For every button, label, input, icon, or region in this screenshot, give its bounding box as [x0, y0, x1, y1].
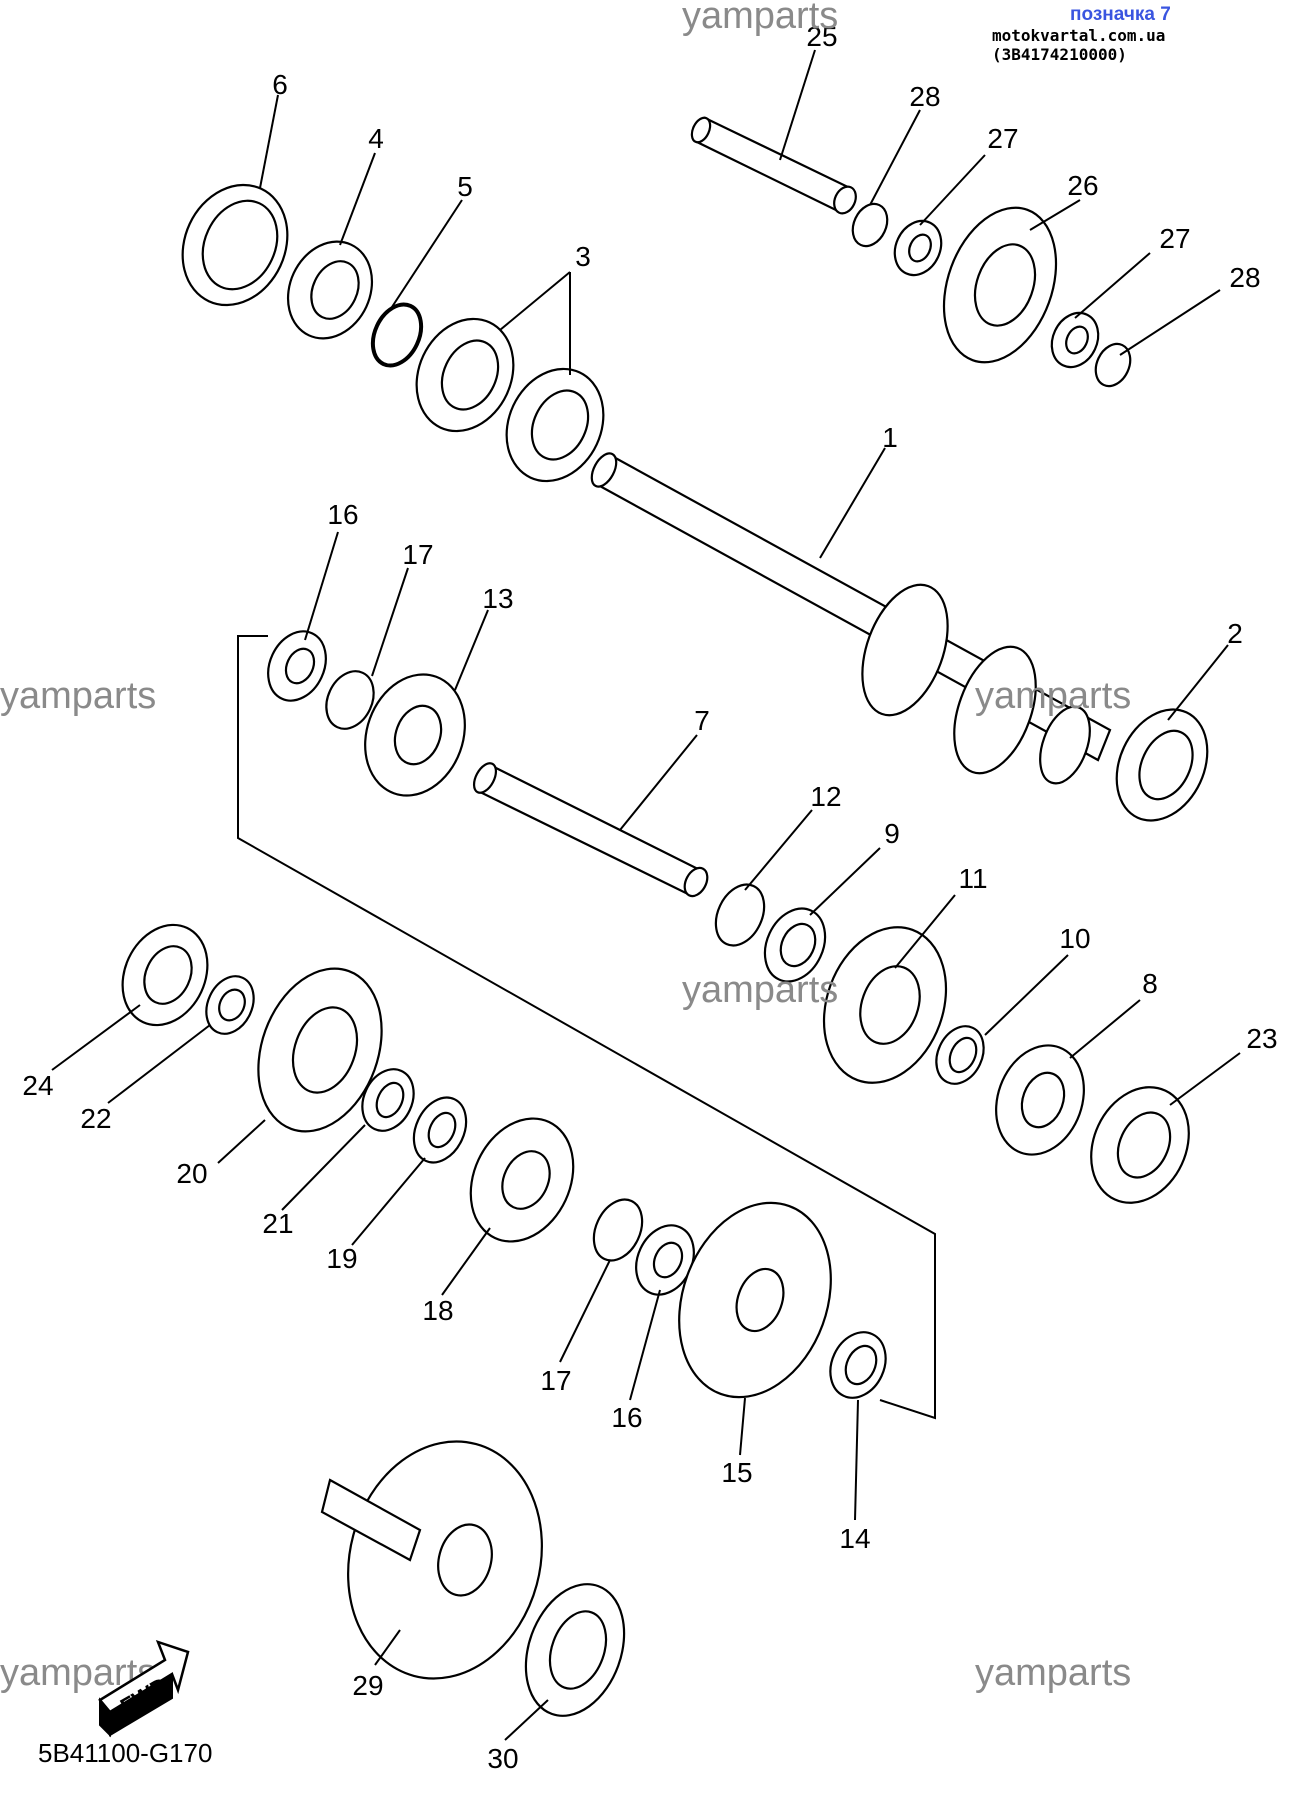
callout-9: 9: [884, 818, 900, 849]
header-site-ref: motokvartal.com.ua (3B4174210000): [992, 26, 1166, 64]
part-24-bearing[interactable]: [107, 911, 223, 1039]
part-26-gear[interactable]: [924, 192, 1076, 378]
part-3-bearing-b[interactable]: [489, 353, 621, 497]
callout-16-bottom: 16: [611, 1402, 642, 1433]
watermark-bottom-right: yamparts: [975, 1652, 1131, 1694]
part-27-washer-bottom[interactable]: [1043, 305, 1107, 374]
watermark-left: yamparts: [0, 675, 156, 717]
callout-2: 2: [1227, 618, 1243, 649]
part-16-washer-top[interactable]: [257, 622, 336, 710]
callout-25: 25: [806, 21, 837, 52]
callout-3: 3: [575, 241, 591, 272]
callout-19: 19: [326, 1243, 357, 1274]
callout-1: 1: [882, 422, 898, 453]
part-19-washer[interactable]: [404, 1089, 476, 1171]
part-5-o-ring[interactable]: [364, 297, 431, 374]
part-22-washer[interactable]: [197, 969, 262, 1042]
callout-30: 30: [487, 1743, 518, 1774]
callout-14: 14: [839, 1523, 870, 1554]
callout-22: 22: [80, 1103, 111, 1134]
callout-29: 29: [352, 1670, 383, 1701]
callout-11: 11: [958, 863, 987, 894]
part-12-circlip[interactable]: [707, 877, 774, 954]
part-14-collar[interactable]: [820, 1323, 896, 1407]
part-20-gear[interactable]: [237, 951, 403, 1149]
callout-17-bottom: 17: [540, 1365, 571, 1396]
watermark-top: yamparts: [682, 0, 838, 37]
part-1-main-axle[interactable]: [587, 449, 1112, 790]
part-16-washer-bottom[interactable]: [625, 1216, 704, 1304]
part-27-washer-top[interactable]: [886, 213, 950, 282]
part-2-bearing[interactable]: [1099, 695, 1224, 836]
callout-26: 26: [1067, 170, 1098, 201]
callout-16-top: 16: [327, 499, 358, 530]
callout-13: 13: [482, 583, 513, 614]
callout-20: 20: [176, 1158, 207, 1189]
callout-15: 15: [721, 1457, 752, 1488]
part-3-bearing-a[interactable]: [399, 303, 531, 447]
part-7-drive-axle[interactable]: [470, 760, 712, 900]
callout-4: 4: [368, 123, 384, 154]
callout-12: 12: [810, 781, 841, 812]
callout-21: 21: [262, 1208, 293, 1239]
part-18-gear-hub[interactable]: [451, 1102, 592, 1259]
part-17-circlip-top[interactable]: [317, 664, 382, 737]
diagram-code: 5B41100-G170: [38, 1738, 212, 1768]
callout-27-top: 27: [987, 123, 1018, 154]
part-17-circlip-bottom[interactable]: [585, 1192, 652, 1269]
callout-28-top: 28: [909, 81, 940, 112]
assembly-frame-lines: [237, 635, 936, 1420]
callout-18: 18: [422, 1295, 453, 1326]
callout-5: 5: [457, 171, 473, 202]
part-23-bearing[interactable]: [1073, 1071, 1207, 1219]
header-link[interactable]: позначка 7: [1070, 4, 1171, 25]
part-28-circlip-top[interactable]: [846, 198, 894, 251]
callout-8: 8: [1142, 968, 1158, 999]
callout-17-top: 17: [402, 539, 433, 570]
callout-27-bottom: 27: [1159, 223, 1190, 254]
part-25-shaft[interactable]: [688, 115, 860, 217]
part-21-collar[interactable]: [353, 1061, 424, 1139]
part-15-gear[interactable]: [653, 1181, 857, 1418]
watermark-center: yamparts: [682, 969, 838, 1011]
callout-6: 6: [272, 69, 288, 100]
part-6-oil-seal[interactable]: [163, 168, 306, 323]
callout-28-bottom: 28: [1229, 262, 1260, 293]
part-29-gear[interactable]: [320, 1420, 568, 1701]
part-30-bearing[interactable]: [509, 1570, 642, 1729]
part-13-gear[interactable]: [349, 660, 482, 809]
part-10-needle-bearing[interactable]: [927, 1019, 992, 1092]
part-11-gear[interactable]: [803, 910, 967, 1100]
watermarks: yamparts yamparts yamparts yamparts yamp…: [0, 0, 1131, 1694]
callout-numbers: 6 4 5 3 25 28 27 26 27 28 1 2 16 17 13 7…: [22, 21, 1277, 1774]
callout-10: 10: [1059, 923, 1090, 954]
callout-7: 7: [694, 705, 710, 736]
leader-lines: [51, 49, 1241, 1741]
watermark-right-mid: yamparts: [975, 675, 1131, 717]
callout-24: 24: [22, 1070, 53, 1101]
part-9-washer[interactable]: [754, 899, 837, 992]
part-8-gear[interactable]: [981, 1033, 1098, 1167]
part-4-collar[interactable]: [273, 228, 388, 352]
callout-23: 23: [1246, 1023, 1277, 1054]
